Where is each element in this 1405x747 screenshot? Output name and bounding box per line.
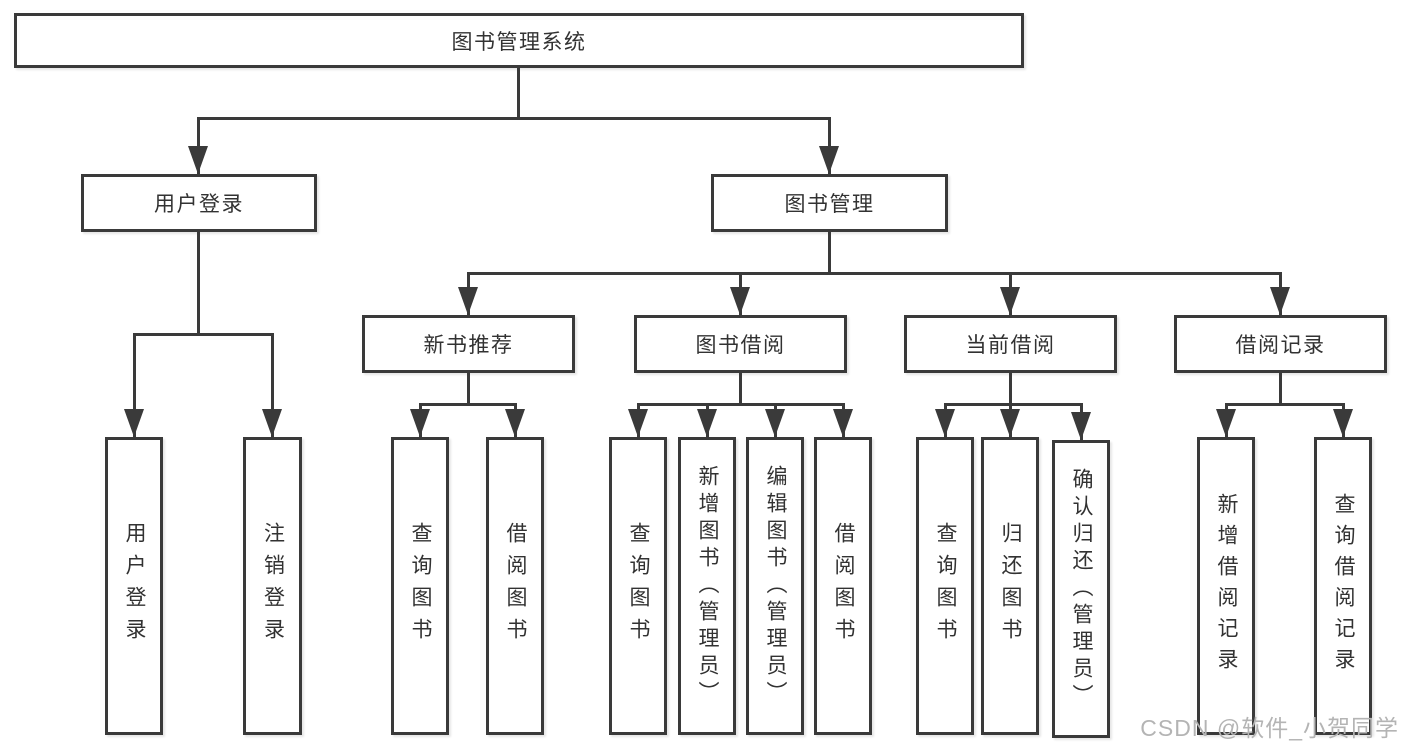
- node-current-borrow: 当前借阅: [904, 315, 1117, 373]
- node-book-borrow: 图书借阅: [634, 315, 847, 373]
- leaf-edit-book-admin: 编辑图书（管理员）: [746, 437, 804, 735]
- leaf-borrow-book: 借阅图书: [814, 437, 872, 735]
- node-book-borrow-label: 图书借阅: [695, 334, 786, 357]
- connector-drop-leaf-user-login: [133, 333, 136, 437]
- connector-book-management-stem: [828, 232, 831, 273]
- leaf-user-login-label: 用户登录: [123, 522, 146, 650]
- arrowhead-down-borrow-book: [833, 409, 853, 437]
- leaf-logout: 注销登录: [243, 437, 302, 735]
- arrowhead-down-confirm-return: [1071, 412, 1091, 440]
- leaf-borrow-book-recommend-label: 借阅图书: [504, 522, 527, 650]
- leaf-query-borrow-record-label: 查询借阅记录: [1332, 493, 1355, 679]
- node-book-management-label: 图书管理: [784, 193, 875, 216]
- arrowhead-down-user-login: [188, 146, 208, 174]
- arrowhead-down-query-current: [935, 409, 955, 437]
- connector-book-management-horizontal: [467, 272, 1282, 275]
- connector-drop-leaf-logout: [271, 333, 274, 437]
- leaf-query-book-borrow: 查询图书: [609, 437, 667, 735]
- leaf-add-book-admin-label: 新增图书（管理员）: [696, 464, 719, 708]
- arrowhead-down-edit-book: [765, 409, 785, 437]
- leaf-borrow-book-recommend: 借阅图书: [486, 437, 544, 735]
- leaf-query-book-current-label: 查询图书: [934, 522, 957, 650]
- arrowhead-down-borrow-records: [1270, 287, 1290, 315]
- arrowhead-down-add-book: [697, 409, 717, 437]
- connector-new-book-stem: [467, 373, 470, 404]
- node-borrow-records-label: 借阅记录: [1235, 334, 1326, 357]
- leaf-confirm-return-admin-label: 确认归还（管理员）: [1070, 467, 1093, 711]
- arrowhead-down-leaf-user-login: [124, 409, 144, 437]
- arrowhead-down-query-borrow: [628, 409, 648, 437]
- arrowhead-down-book-borrow: [730, 287, 750, 315]
- connector-borrow-records-stem: [1279, 373, 1282, 404]
- node-user-login: 用户登录: [81, 174, 317, 232]
- leaf-user-login: 用户登录: [105, 437, 163, 735]
- arrowhead-down-borrow-recommend: [505, 409, 525, 437]
- connector-drop-user-login: [197, 117, 200, 174]
- node-current-borrow-label: 当前借阅: [965, 334, 1056, 357]
- leaf-return-book: 归还图书: [981, 437, 1039, 735]
- leaf-query-book-recommend-label: 查询图书: [409, 522, 432, 650]
- node-root-label: 图书管理系统: [451, 30, 587, 54]
- arrowhead-down-leaf-logout: [262, 409, 282, 437]
- arrowhead-down-book-management: [819, 146, 839, 174]
- node-new-book-recommendation: 新书推荐: [362, 315, 575, 373]
- leaf-add-book-admin: 新增图书（管理员）: [678, 437, 736, 735]
- arrowhead-down-new-book: [458, 287, 478, 315]
- connector-new-book-horizontal: [419, 403, 517, 406]
- leaf-return-book-label: 归还图书: [999, 522, 1022, 650]
- leaf-query-book-current: 查询图书: [916, 437, 974, 735]
- arrowhead-down-return-book: [1000, 409, 1020, 437]
- node-borrow-records: 借阅记录: [1174, 315, 1387, 373]
- leaf-logout-label: 注销登录: [261, 522, 285, 650]
- arrowhead-down-add-record: [1216, 409, 1236, 437]
- leaf-borrow-book-label: 借阅图书: [832, 522, 855, 650]
- leaf-query-book-borrow-label: 查询图书: [627, 522, 650, 650]
- arrowhead-down-current-borrow: [1000, 287, 1020, 315]
- node-user-login-label: 用户登录: [154, 193, 244, 216]
- connector-user-login-horizontal: [133, 333, 274, 336]
- node-new-book-recommendation-label: 新书推荐: [423, 334, 514, 357]
- leaf-add-borrow-record: 新增借阅记录: [1197, 437, 1255, 735]
- leaf-query-book-recommend: 查询图书: [391, 437, 449, 735]
- connector-drop-book-management: [828, 117, 831, 174]
- arrowhead-down-query-recommend: [410, 409, 430, 437]
- leaf-confirm-return-admin: 确认归还（管理员）: [1052, 440, 1110, 738]
- csdn-watermark: CSDN @软件_小贺同学: [1140, 715, 1399, 741]
- connector-user-login-stem: [197, 232, 200, 335]
- connector-current-borrow-horizontal: [944, 403, 1083, 406]
- node-root: 图书管理系统: [14, 13, 1024, 68]
- connector-borrow-records-horizontal: [1225, 403, 1345, 406]
- arrowhead-down-query-record: [1333, 409, 1353, 437]
- connector-root-stem: [517, 68, 520, 118]
- connector-book-borrow-stem: [739, 373, 742, 404]
- connector-book-borrow-horizontal: [637, 403, 845, 406]
- connector-current-borrow-stem: [1009, 373, 1012, 404]
- connector-root-horizontal: [197, 117, 831, 120]
- leaf-query-borrow-record: 查询借阅记录: [1314, 437, 1372, 735]
- leaf-add-borrow-record-label: 新增借阅记录: [1215, 493, 1238, 679]
- leaf-edit-book-admin-label: 编辑图书（管理员）: [764, 464, 787, 708]
- node-book-management: 图书管理: [711, 174, 948, 232]
